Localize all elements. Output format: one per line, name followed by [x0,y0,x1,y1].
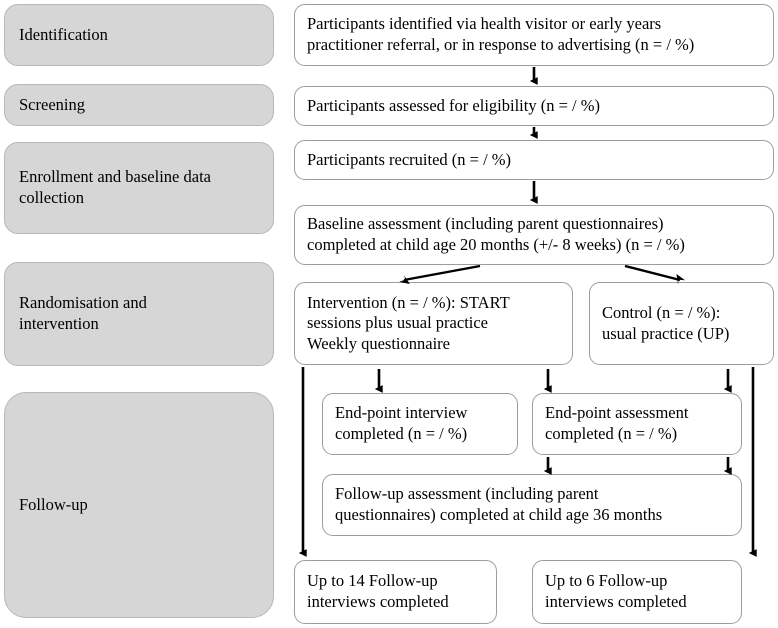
node-box-endpoint-assessment: End-point assessment completed (n = / %) [532,393,742,455]
node-text-endpoint-assessment: End-point assessment completed (n = / %) [545,403,689,443]
node-box-control: Control (n = / %): usual practice (UP) [589,282,774,365]
stage-label-identification: Identification [19,24,108,44]
node-box-followup-interviews-14: Up to 14 Follow-up interviews completed [294,560,497,624]
node-box-intervention: Intervention (n = / %): START sessions p… [294,282,573,365]
stage-label-enrollment: Enrollment and baseline data collection [19,167,211,207]
node-text-identified: Participants identified via health visit… [307,14,695,54]
node-box-identified: Participants identified via health visit… [294,4,774,66]
node-text-assessed-eligibility: Participants assessed for eligibility (n… [307,95,600,115]
node-box-recruited: Participants recruited (n = / %) [294,140,774,180]
arrow-baseline-to-control [624,264,686,285]
node-box-followup-assessment: Follow-up assessment (including parent q… [322,474,742,536]
node-text-control: Control (n = / %): usual practice (UP) [602,302,730,343]
node-text-followup-interviews-14: Up to 14 Follow-up interviews completed [307,571,449,611]
node-box-baseline-assessment: Baseline assessment (including parent qu… [294,205,774,265]
node-text-endpoint-interview: End-point interview completed (n = / %) [335,403,468,443]
stage-label-screening: Screening [19,94,85,114]
stage-box-screening: Screening [4,84,274,126]
stage-box-enrollment: Enrollment and baseline data collection [4,142,274,234]
node-text-intervention: Intervention (n = / %): START sessions p… [307,292,510,353]
stage-box-randomisation: Randomisation and intervention [4,262,274,366]
arrow-baseline-to-intervention [399,264,481,285]
node-text-baseline-assessment: Baseline assessment (including parent qu… [307,214,685,254]
stage-label-randomisation: Randomisation and intervention [19,293,147,333]
node-text-recruited: Participants recruited (n = / %) [307,149,512,169]
node-box-followup-interviews-6: Up to 6 Follow-up interviews completed [532,560,742,624]
stage-box-followup: Follow-up [4,392,274,618]
stage-label-followup: Follow-up [19,494,88,514]
node-text-followup-assessment: Follow-up assessment (including parent q… [335,484,663,524]
stage-box-identification: Identification [4,4,274,66]
node-box-assessed-eligibility: Participants assessed for eligibility (n… [294,86,774,126]
node-box-endpoint-interview: End-point interview completed (n = / %) [322,393,518,455]
node-text-followup-interviews-6: Up to 6 Follow-up interviews completed [545,571,687,611]
